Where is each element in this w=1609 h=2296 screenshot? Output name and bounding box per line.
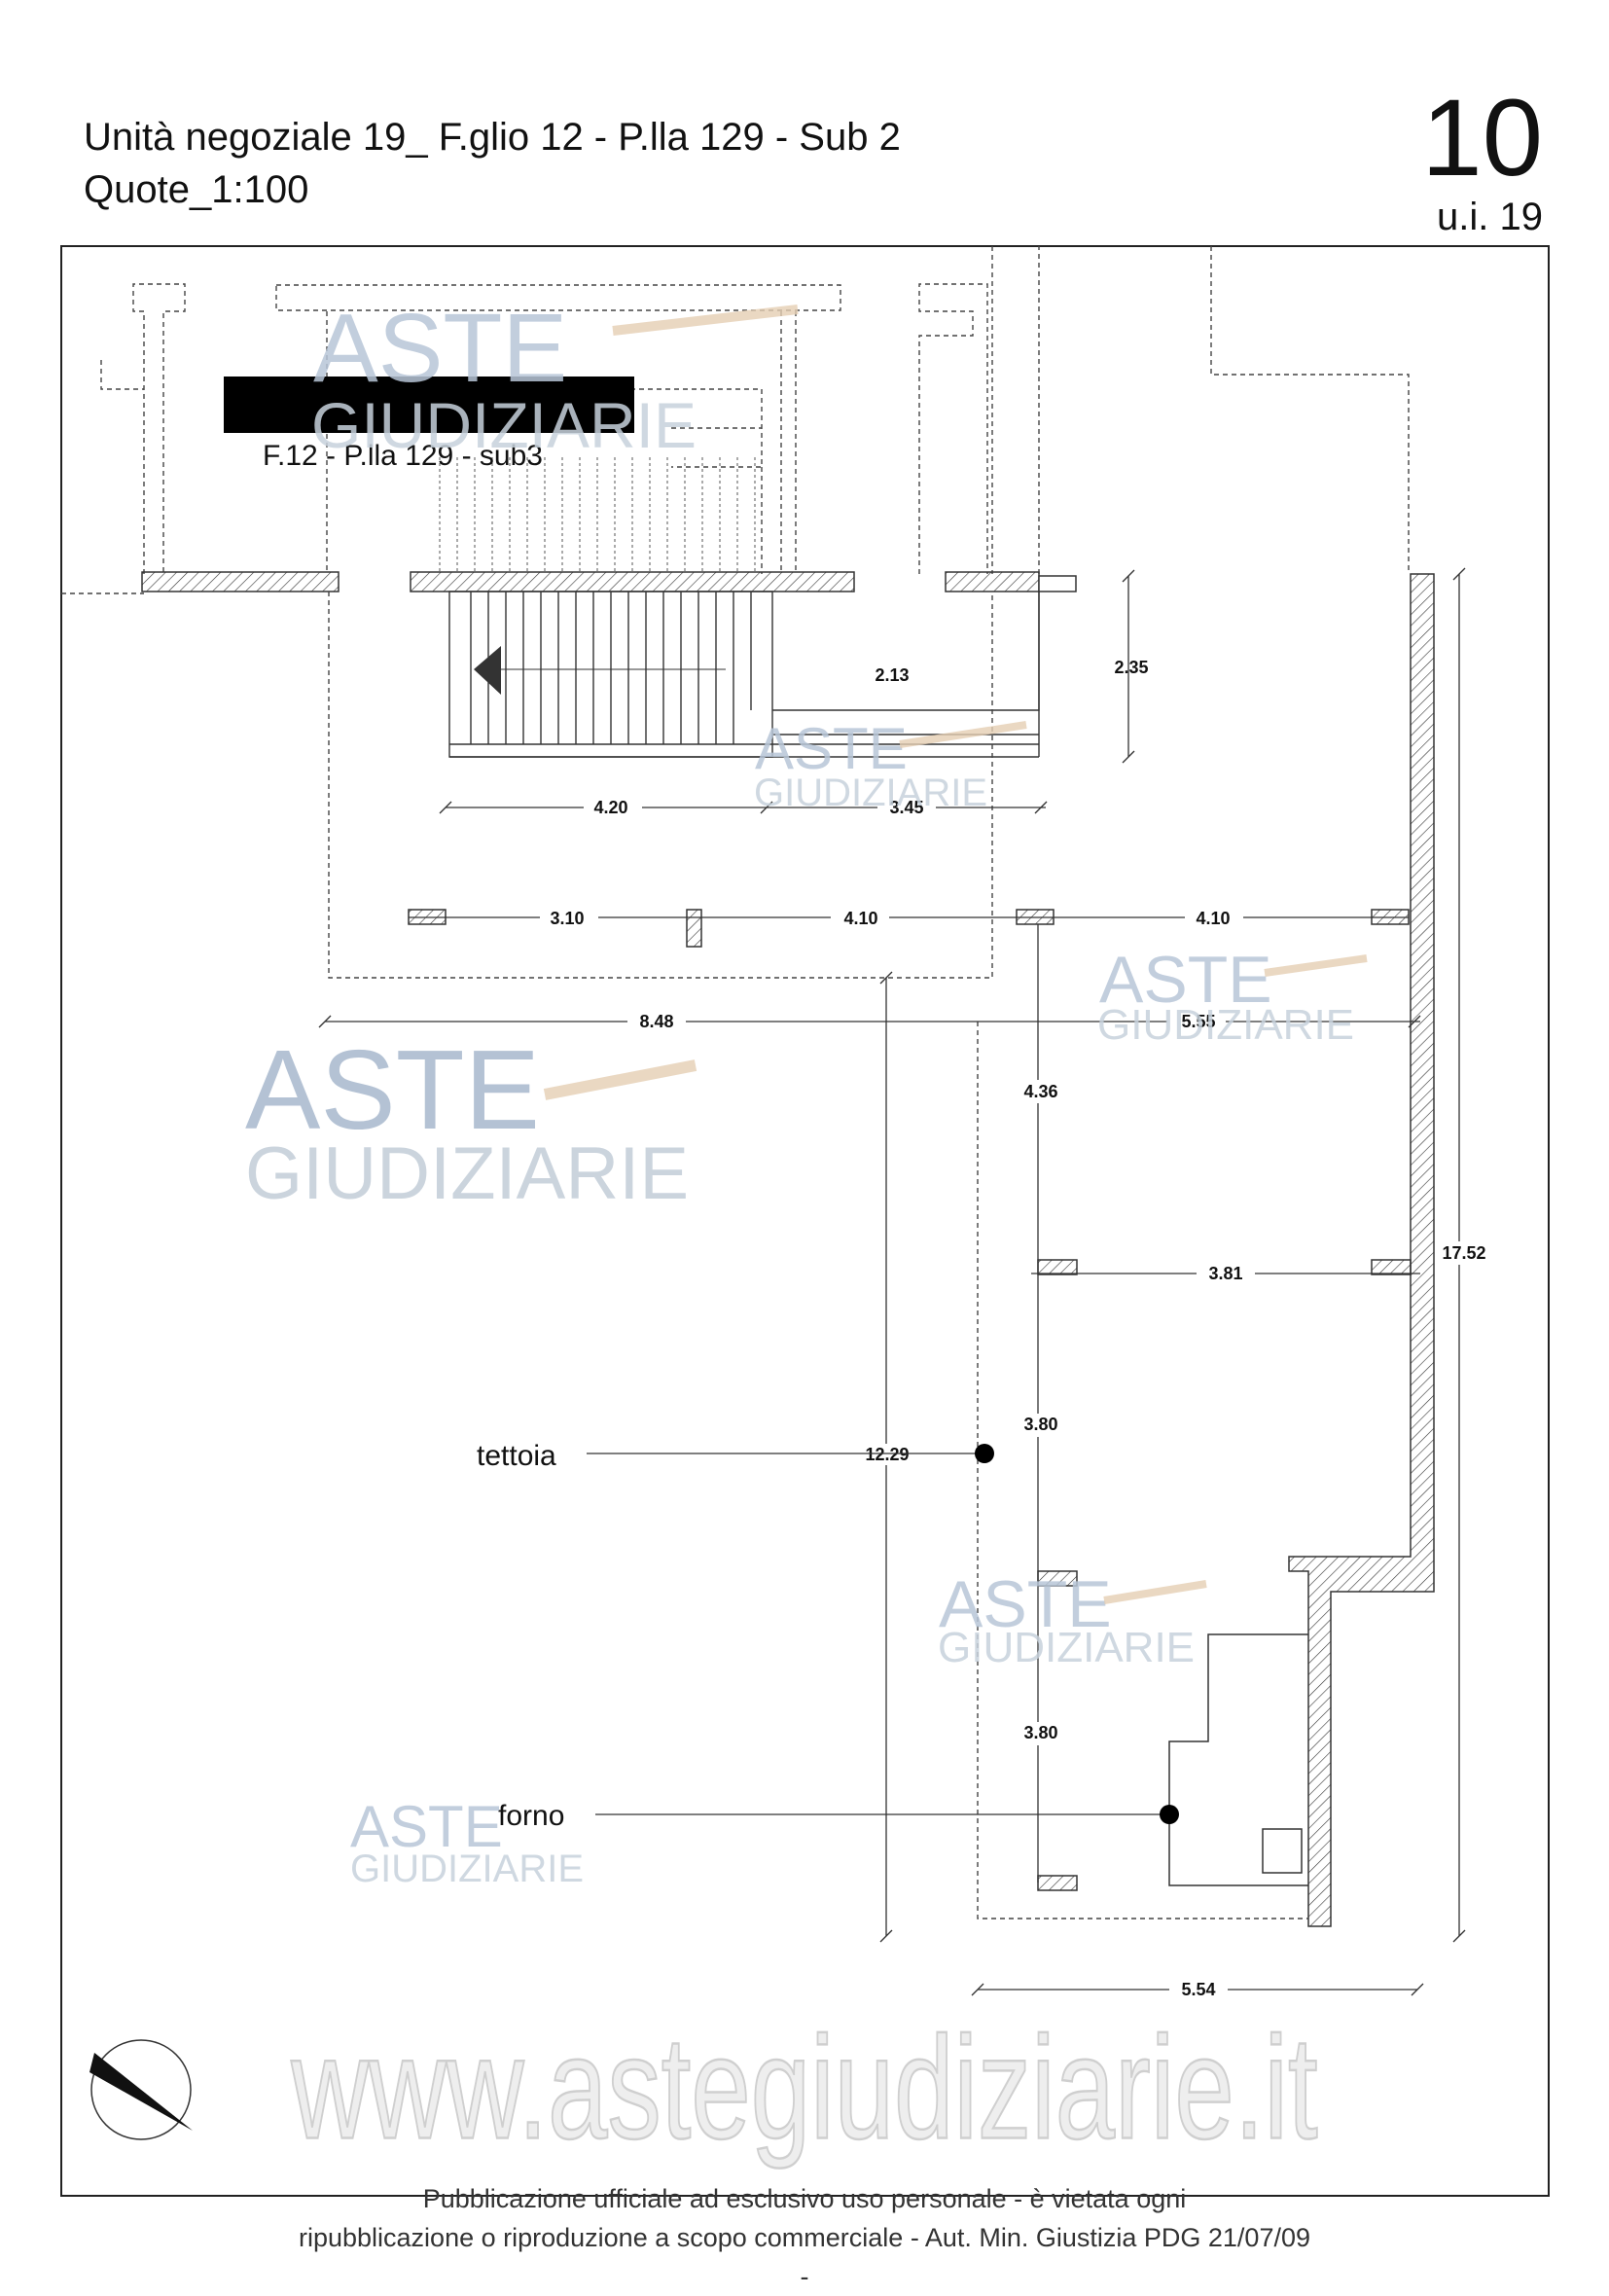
forno-outline <box>1168 1633 1308 1886</box>
footer-line-3: - <box>800 2262 809 2291</box>
dimension-3-45: 3.45 <box>889 798 923 817</box>
top-walls <box>141 571 1077 592</box>
stair-direction-arrow <box>474 646 501 695</box>
lower-staircase <box>448 591 1040 758</box>
dimension-3-80-b: 3.80 <box>1023 1723 1057 1742</box>
callout-tettoia: tettoia <box>477 1440 994 1472</box>
watermark-brand-2b: GIUDIZIARIE <box>754 771 987 814</box>
watermark-brand-3a: ASTE <box>1099 943 1272 1017</box>
watermark-logo-2: ASTE GIUDIZIARIE <box>754 716 1027 814</box>
upper-staircase <box>439 457 756 574</box>
watermark-brand-5b: GIUDIZIARIE <box>938 1624 1195 1671</box>
watermark-logo-4: ASTE GIUDIZIARIE <box>245 1026 697 1215</box>
dimension-5-55: 5.55 <box>1181 1012 1215 1031</box>
right-wall <box>1288 573 1435 1927</box>
drawing-frame <box>60 245 1550 2197</box>
dimension-12-29: 12.29 <box>865 1445 909 1464</box>
redaction-bar <box>224 377 634 433</box>
title-line-scale: Quote_1:100 <box>84 168 309 211</box>
pillars <box>408 909 1412 1891</box>
dimension-3-80-a: 3.80 <box>1023 1415 1057 1434</box>
watermark-website: www.astegiudiziarie.it <box>291 2006 1318 2169</box>
footer-line-2: ripubblicazione o riproduzione a scopo c… <box>298 2223 1310 2252</box>
unit-id: u.i. 19 <box>1437 196 1543 238</box>
footer-line-1: Pubblicazione ufficiale ad esclusivo uso… <box>422 2184 1187 2213</box>
callout-label-forno: forno <box>498 1800 564 1832</box>
dimension-4-20: 4.20 <box>593 798 627 817</box>
watermark-brand-6a: ASTE <box>350 1794 503 1859</box>
callout-label-tettoia: tettoia <box>477 1440 556 1472</box>
title-line-unit: Unità negoziale 19_ F.glio 12 - P.lla 12… <box>84 116 901 159</box>
watermark-brand-2a: ASTE <box>755 716 908 781</box>
watermark-brand-4b: GIUDIZIARIE <box>245 1132 689 1215</box>
dimension-3-81: 3.81 <box>1208 1264 1242 1283</box>
watermark-brand-1a: ASTE <box>313 294 567 403</box>
watermark-brand-6b: GIUDIZIARIE <box>350 1848 584 1890</box>
watermark-brand-4a: ASTE <box>245 1026 540 1153</box>
dimension-4-10-a: 4.10 <box>843 909 877 928</box>
sheet-title: Unità negoziale 19_ F.glio 12 - P.lla 12… <box>84 111 901 216</box>
watermark-logo-6: ASTE GIUDIZIARIE <box>350 1794 584 1890</box>
watermark-logo-1: ASTE GIUDIZIARIE <box>311 294 799 461</box>
dimension-3-10: 3.10 <box>550 909 584 928</box>
tettoia-outline <box>328 592 1308 1919</box>
sheet-number: 10 <box>1421 77 1543 198</box>
dimension-17-52: 17.52 <box>1442 1243 1485 1263</box>
dimension-2-35: 2.35 <box>1114 658 1148 677</box>
dimension-2-13: 2.13 <box>875 665 909 685</box>
callout-forno: forno <box>498 1800 1179 1832</box>
watermark-brand-1b: GIUDIZIARIE <box>311 389 697 461</box>
watermark-logo-3: ASTE GIUDIZIARIE <box>1097 943 1368 1049</box>
dimension-4-36: 4.36 <box>1023 1082 1057 1101</box>
dimension-5-54: 5.54 <box>1181 1980 1215 1999</box>
watermark-brand-3b: GIUDIZIARIE <box>1097 1001 1354 1049</box>
dimension-4-10-b: 4.10 <box>1196 909 1230 928</box>
watermark-brand-5a: ASTE <box>939 1567 1112 1641</box>
dimension-8-48: 8.48 <box>639 1012 673 1031</box>
north-arrow-icon <box>89 2039 193 2140</box>
footer-disclaimer: Pubblicazione ufficiale ad esclusivo uso… <box>0 2179 1609 2296</box>
adjacent-unit-label: F.12 - P.lla 129 - sub3 <box>263 440 543 472</box>
watermark-logo-5: ASTE GIUDIZIARIE <box>938 1567 1207 1671</box>
